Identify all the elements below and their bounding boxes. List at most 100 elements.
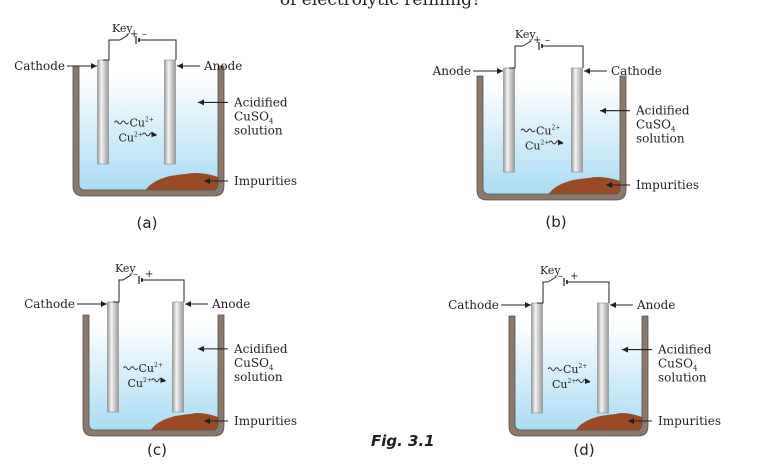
right-label-arrow-head [584, 68, 590, 74]
right-wire [141, 279, 185, 302]
solution-label-line2: CuSO4 [636, 118, 676, 134]
right-electrode [597, 302, 609, 414]
tank-wall [72, 65, 225, 197]
right-wire [138, 39, 177, 60]
diagram-a: Key+– Cathode AnodeAcidifiedCuSO4solutionI… [14, 22, 297, 232]
right-label-arrow-head [185, 301, 191, 307]
polarity-right: + [570, 271, 578, 282]
solution-label-arrow-head [198, 99, 204, 106]
polarity-left: – [558, 271, 563, 282]
key-switch [119, 34, 129, 41]
ion-path-1 [114, 120, 129, 125]
ion-path-2-head [160, 377, 166, 384]
panel-label: (c) [147, 441, 167, 459]
panel-label: (b) [545, 213, 566, 231]
solution-label-line3: solution [234, 370, 283, 384]
left-electrode [531, 302, 543, 414]
polarity-right: – [545, 35, 550, 46]
impurities-label: Impurities [636, 178, 699, 192]
impurities-label: Impurities [658, 414, 721, 428]
polarity-left: + [533, 35, 541, 46]
impurities-deposit [145, 173, 218, 190]
left-electrode-label: Cathode [448, 298, 499, 312]
key-label: Key [515, 28, 536, 41]
solution [483, 84, 620, 194]
key-label: Key [112, 22, 133, 35]
solution-label-line1: Acidified [657, 343, 712, 357]
question-header: of electrolytic refining? [279, 0, 482, 10]
right-electrode-label: Anode [203, 59, 242, 73]
ion-path-2-head [585, 378, 590, 385]
left-label-arrow-head [525, 302, 531, 308]
panel-label: (d) [573, 441, 594, 459]
polarity-left: – [133, 269, 138, 280]
impurities-deposit [150, 413, 218, 430]
ion-path-2-head [151, 131, 157, 138]
impurities-deposit [575, 413, 642, 430]
ion-path-1 [123, 366, 138, 371]
tank-wall [82, 314, 225, 437]
impurities-label-arrow-head [606, 182, 612, 188]
solution-label-line1: Acidified [635, 104, 690, 118]
right-wire [541, 45, 584, 68]
impurities-label: Impurities [234, 414, 297, 428]
solution [89, 323, 218, 430]
solution [79, 74, 218, 190]
solution-label-line3: solution [234, 123, 283, 137]
solution-label-line2: CuSO4 [658, 357, 698, 373]
solution-label-line2: CuSO4 [234, 109, 274, 125]
key-switch [522, 40, 532, 47]
tank-wall [508, 315, 649, 437]
solution-label-arrow-head [600, 107, 606, 114]
impurities-label-arrow-head [204, 178, 210, 184]
left-wire [113, 279, 123, 303]
solution-label-arrow-head [622, 346, 628, 353]
solution-label-line3: solution [658, 371, 707, 385]
diagram-d: Key–+ Cathode AnodeAcidifiedCuSO4solutionI… [448, 264, 721, 459]
key-label: Key [115, 262, 136, 275]
left-electrode [97, 59, 109, 165]
left-electrode [107, 301, 119, 413]
right-label-arrow-head [610, 302, 616, 308]
tank-wall [476, 75, 627, 201]
left-wire [103, 39, 120, 61]
left-label-arrow-head [101, 301, 107, 307]
polarity-left: + [130, 29, 138, 40]
key-label: Key [540, 264, 561, 277]
left-electrode-label: Anode [432, 64, 471, 78]
polarity-right: – [142, 29, 147, 40]
left-wire [537, 281, 548, 304]
right-electrode [571, 67, 583, 173]
left-label-arrow-head [497, 68, 503, 74]
ion-path-1 [520, 128, 536, 133]
solution [515, 324, 642, 430]
impurities-label: Impurities [234, 174, 297, 188]
solution-label-arrow-head [198, 345, 204, 352]
ion-path-1 [547, 367, 563, 372]
key-switch [547, 276, 557, 283]
right-electrode [172, 301, 184, 413]
impurities-label-arrow-head [628, 418, 634, 424]
solution-label-line2: CuSO4 [234, 356, 274, 372]
impurities-deposit [548, 177, 620, 194]
left-wire [509, 45, 523, 69]
right-electrode [164, 59, 176, 165]
key-switch [122, 274, 132, 281]
ion-path-2-head [558, 139, 563, 146]
right-electrode-label: Cathode [611, 64, 662, 78]
left-electrode-label: Cathode [14, 59, 65, 73]
left-label-arrow-head [91, 63, 97, 69]
diagram-b: Key+– Anode CathodeAcidifiedCuSO4solutionI… [432, 28, 699, 231]
right-electrode-label: Anode [636, 298, 675, 312]
right-label-arrow-head [177, 63, 183, 69]
right-electrode-label: Anode [211, 297, 250, 311]
solution-label-line1: Acidified [233, 95, 288, 109]
left-electrode-label: Cathode [24, 297, 75, 311]
polarity-right: + [145, 269, 153, 280]
impurities-label-arrow-head [204, 418, 210, 424]
right-wire [566, 281, 610, 303]
solution-label-line3: solution [636, 132, 685, 146]
